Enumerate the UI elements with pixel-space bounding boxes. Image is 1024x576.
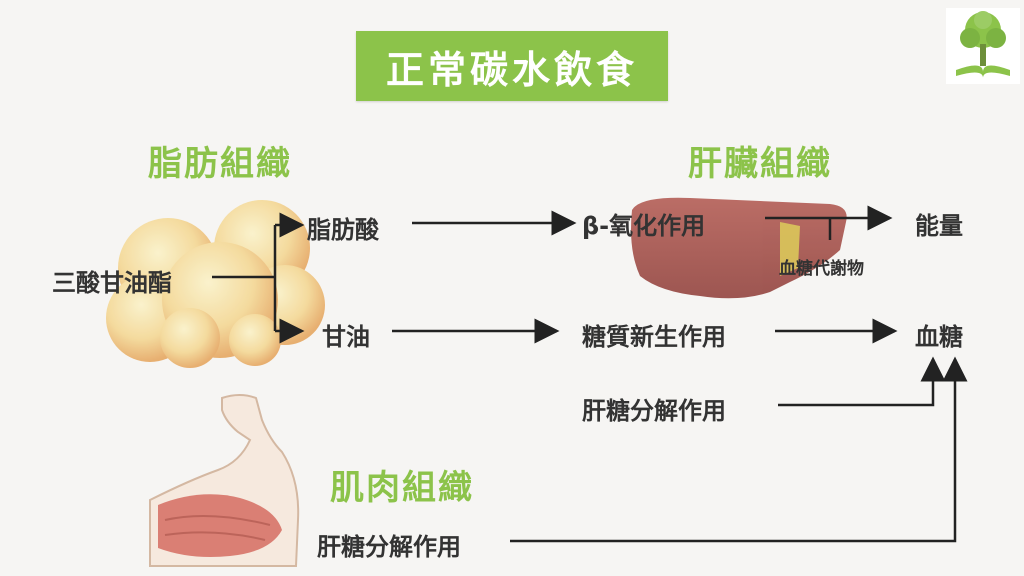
node-liver-glycogenolysis: 肝糖分解作用 <box>582 397 726 425</box>
tree-book-logo-icon <box>946 8 1020 84</box>
node-energy: 能量 <box>915 212 963 240</box>
node-gluconeogenesis: 糖質新生作用 <box>582 323 726 351</box>
node-blood-sugar: 血糖 <box>915 323 963 351</box>
muscle-arm-illustration <box>149 394 300 567</box>
fat-cells-illustration <box>106 200 325 368</box>
node-triglyceride: 三酸甘油酯 <box>52 269 172 297</box>
section-liver-tissue: 肝臟組織 <box>688 144 832 184</box>
arrow-liver-glycogenolysis-to-blood-sugar <box>778 356 946 407</box>
section-fat-tissue: 脂肪組織 <box>148 144 292 184</box>
liver-illustration <box>631 197 847 299</box>
node-muscle-glycogenolysis: 肝糖分解作用 <box>317 533 461 561</box>
node-beta-oxidation: β-氧化作用 <box>582 212 706 240</box>
section-muscle-tissue: 肌肉組織 <box>330 468 474 508</box>
arrow-muscle-glycogenolysis-to-blood-sugar <box>510 356 968 543</box>
node-fatty-acid: 脂肪酸 <box>307 216 379 244</box>
node-glycerol: 甘油 <box>322 323 370 351</box>
node-blood-sugar-metabolite: 血糖代謝物 <box>779 259 864 279</box>
page-title: 正常碳水飲食 <box>356 31 668 101</box>
